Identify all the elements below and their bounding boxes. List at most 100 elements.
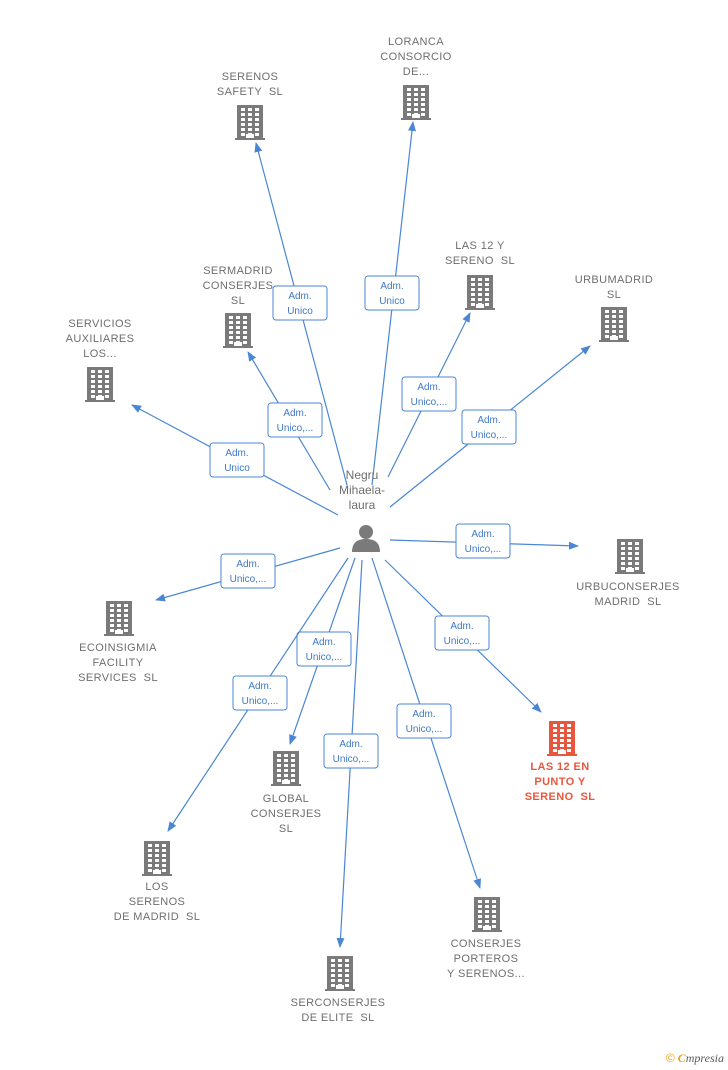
company-name-line: SAFETY SL [217, 86, 283, 98]
company-name-line: URBUMADRID [575, 274, 654, 286]
company-node-servicios-auxiliares[interactable]: SERVICIOSAUXILIARESLOS... [66, 318, 135, 402]
company-name-line: SL [279, 823, 293, 835]
company-name-line: AUXILIARES [66, 333, 135, 345]
company-name-line: PUNTO Y [534, 776, 586, 788]
edge-label-text: Adm. [283, 408, 306, 419]
company-node-urbumadrid[interactable]: URBUMADRID SL [575, 274, 654, 342]
center-person-node[interactable]: Negru Mihaela- laura [339, 468, 385, 552]
empresia-watermark: © Cmpresia [666, 1051, 724, 1066]
edge-label-text: Unico,... [333, 754, 370, 765]
company-name-line: CONSERJES [451, 938, 522, 950]
edge-label-text: Adm. [312, 637, 335, 648]
company-name-line: SERENO SL [525, 791, 596, 803]
company-name-line: DE ELITE SL [301, 1012, 374, 1024]
building-icon [235, 105, 265, 140]
company-name-line: CONSERJES [251, 808, 322, 820]
company-name-line: LORANCA [388, 36, 444, 48]
edge-label-text: Unico,... [230, 574, 267, 585]
edge-label-text: Adm. [248, 681, 271, 692]
company-node-los-serenos-madrid[interactable]: LOS SERENOS DE MADRID SL [114, 841, 201, 923]
brand-initial: C [677, 1051, 686, 1065]
copyright-icon: © [665, 1051, 675, 1065]
company-name-line: SERCONSERJES [291, 997, 386, 1009]
building-icon [223, 313, 253, 348]
company-name-line: SERENOS [129, 896, 186, 908]
edge-label-urbumadrid[interactable]: Adm. Unico,... [461, 409, 517, 445]
brand-name: mpresia [685, 1051, 724, 1065]
company-name-line: SL [607, 289, 621, 301]
edge-label-text: Adm. [236, 559, 259, 570]
building-icon [615, 539, 645, 574]
edge-label-text: Adm. [417, 382, 440, 393]
edge-label-text: Unico,... [444, 636, 481, 647]
company-name-line: ECOINSIGMIA [79, 642, 157, 654]
person-icon [352, 525, 380, 552]
person-name-line-3: laura [349, 498, 376, 512]
company-node-ecoinsigmia[interactable]: ECOINSIGMIA FACILITY SERVICES SL [78, 601, 158, 684]
edge-label-text: Unico,... [242, 696, 279, 707]
edge-label-text: Adm. [477, 415, 500, 426]
company-name-line: LAS 12 Y [455, 240, 505, 252]
edge-label-text: Adm. [288, 291, 311, 302]
company-name-line: DE... [403, 66, 429, 78]
company-node-loranca-consorcio[interactable]: LORANCACONSORCIODE... [380, 36, 451, 120]
edge-label-text: Adm. [380, 281, 403, 292]
building-icon [401, 85, 431, 120]
company-name-line: SERVICES SL [78, 672, 158, 684]
building-icon [85, 367, 115, 402]
edge-label-text: Unico [379, 296, 405, 307]
edge-label-text: Unico [224, 463, 250, 474]
company-name-line: SERMADRID [203, 265, 273, 277]
edge-label-text: Unico,... [277, 423, 314, 434]
company-node-conserjes-porteros[interactable]: CONSERJES PORTEROS Y SERENOS... [447, 897, 525, 980]
building-icon [271, 751, 301, 786]
edge-label-ecoinsigmia[interactable]: Adm. Unico,... [220, 553, 276, 589]
company-name-line: FACILITY [93, 657, 144, 669]
company-node-sermadrid-conserjes[interactable]: SERMADRID CONSERJES SL [203, 265, 274, 348]
building-icon [472, 897, 502, 932]
company-name-line: PORTEROS [454, 953, 519, 965]
company-node-las-12-en-punto[interactable]: LAS 12 EN PUNTO Y SERENO SL [525, 721, 596, 803]
edge-label-servicios-auxiliares[interactable]: Adm.Unico [209, 442, 265, 478]
company-name-line: CONSERJES [203, 280, 274, 292]
company-name-line: Y SERENOS... [447, 968, 525, 980]
edge-label-las-12-en-punto[interactable]: Adm. Unico,... [434, 615, 490, 651]
edge-label-text: Unico,... [471, 430, 508, 441]
building-icon [104, 601, 134, 636]
company-node-serconserjes-elite[interactable]: SERCONSERJES DE ELITE SL [291, 956, 386, 1024]
building-icon [465, 275, 495, 310]
company-name-line: LAS 12 EN [530, 761, 589, 773]
person-name-line-2: Mihaela- [339, 483, 385, 497]
edge-label-los-serenos-madrid[interactable]: Adm. Unico,... [232, 675, 288, 711]
edge-label-conserjes-porteros[interactable]: Adm.Unico,... [396, 703, 452, 739]
edge-label-sermadrid-conserjes[interactable]: Adm. Unico,... [267, 402, 323, 438]
company-name-line: LOS... [83, 348, 117, 360]
person-name-line-1: Negru [346, 468, 379, 482]
edge-label-las-12-y-sereno[interactable]: Adm. Unico,... [401, 376, 457, 412]
edge-label-text: Unico,... [306, 652, 343, 663]
company-name-line: SERENOS [222, 71, 279, 83]
company-node-global-conserjes[interactable]: GLOBAL CONSERJES SL [251, 751, 322, 835]
edge-label-text: Adm. [339, 739, 362, 750]
edge-label-serenos-safety[interactable]: Adm.Unico [272, 285, 328, 321]
company-name-line: URBUCONSERJES [576, 581, 680, 593]
company-node-serenos-safety[interactable]: SERENOS SAFETY SL [217, 71, 283, 140]
edge-label-text: Adm. [450, 621, 473, 632]
edge-label-text: Unico,... [411, 397, 448, 408]
edge-label-serconserjes-elite[interactable]: Adm. Unico,... [323, 733, 379, 769]
company-name-line: SL [231, 295, 245, 307]
company-name-line: LOS [145, 881, 168, 893]
building-icon [142, 841, 172, 876]
company-name-line: GLOBAL [263, 793, 309, 805]
building-icon [325, 956, 355, 991]
building-icon [547, 721, 577, 756]
edge-label-loranca-consorcio[interactable]: Adm. Unico [364, 275, 420, 311]
edge-label-text: Adm. [471, 529, 494, 540]
edge-label-global-conserjes[interactable]: Adm. Unico,... [296, 631, 352, 667]
edge-label-text: Unico,... [406, 724, 443, 735]
company-name-line: DE MADRID SL [114, 911, 201, 923]
edge-label-urbuconserjes-madrid[interactable]: Adm.Unico,... [455, 523, 511, 559]
